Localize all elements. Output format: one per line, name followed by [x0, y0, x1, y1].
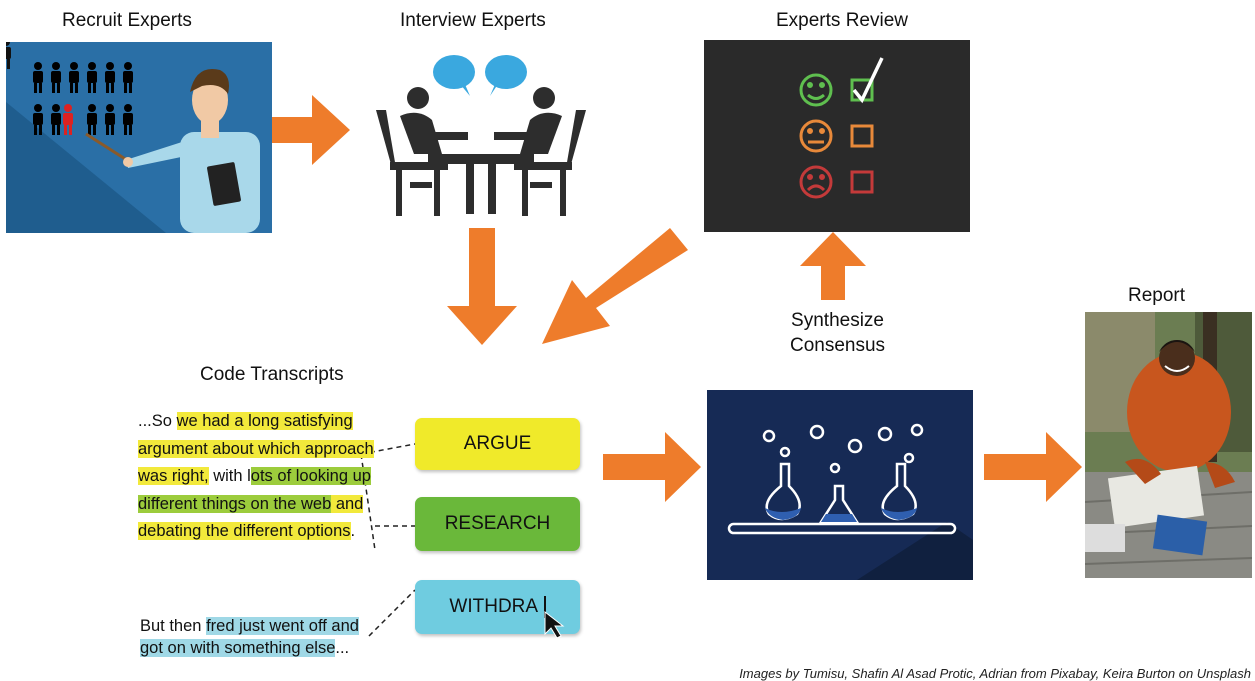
synthesize-consensus-label: Synthesize Consensus: [790, 308, 885, 358]
report-label: Report: [1128, 285, 1186, 306]
code-tag-research: RESEARCH: [415, 497, 580, 551]
code-tag-withdraw-text: WITHDRA: [449, 596, 539, 617]
crowd-icon: [6, 42, 133, 135]
recruit-experts-image: [6, 42, 272, 233]
transcript-quote-2: But then fred just went off and got on w…: [140, 615, 380, 659]
shelf-icon: [727, 522, 957, 535]
arrow-synthesize-to-review: [800, 232, 866, 300]
arrow-review-to-code: [542, 228, 688, 344]
synthesize-line: Synthesize: [791, 310, 884, 331]
mouse-pointer-icon: [544, 610, 565, 639]
transcript-quote-1: ...So we had a long satisfying argument …: [138, 408, 378, 546]
consensus-line: Consensus: [790, 335, 886, 356]
arrow-interview-to-code: [447, 228, 517, 345]
quote1-text: ...So: [138, 412, 177, 430]
sad-face-icon: [799, 165, 874, 199]
interview-experts-image: [370, 50, 592, 220]
code-tag-withdraw: WITHDRA: [415, 580, 580, 639]
synthesize-consensus-image: [707, 390, 973, 580]
interview-experts-label: Interview Experts: [400, 10, 546, 31]
arrow-synthesize-to-report: [984, 432, 1082, 502]
bubbles-icon: [762, 423, 924, 474]
neutral-face-icon: [799, 119, 874, 153]
code-transcripts-label: Code Transcripts: [200, 364, 344, 385]
experts-review-label: Experts Review: [776, 10, 908, 31]
report-image: [1085, 312, 1252, 578]
checkmark-icon: [852, 57, 884, 104]
text-cursor-icon: [544, 595, 546, 618]
quote1-text-3: .: [350, 522, 356, 540]
experts-review-image: [704, 40, 970, 232]
speech-bubbles-icon: [433, 55, 527, 96]
image-credit: Images by Tumisu, Shafin Al Asad Protic,…: [739, 666, 1251, 681]
quote2-text: But then: [140, 617, 207, 635]
code-tag-argue: ARGUE: [415, 418, 580, 470]
teacher-icon: [85, 68, 260, 233]
quote1-text-2: with l: [208, 467, 251, 485]
meeting-icon: [376, 87, 586, 216]
arrow-code-to-synthesize: [603, 432, 701, 502]
quote2-text-2: ...: [335, 639, 350, 657]
recruit-experts-label: Recruit Experts: [62, 10, 192, 31]
arrow-recruit-to-interview: [272, 95, 350, 165]
flasks-icon: [765, 462, 917, 524]
